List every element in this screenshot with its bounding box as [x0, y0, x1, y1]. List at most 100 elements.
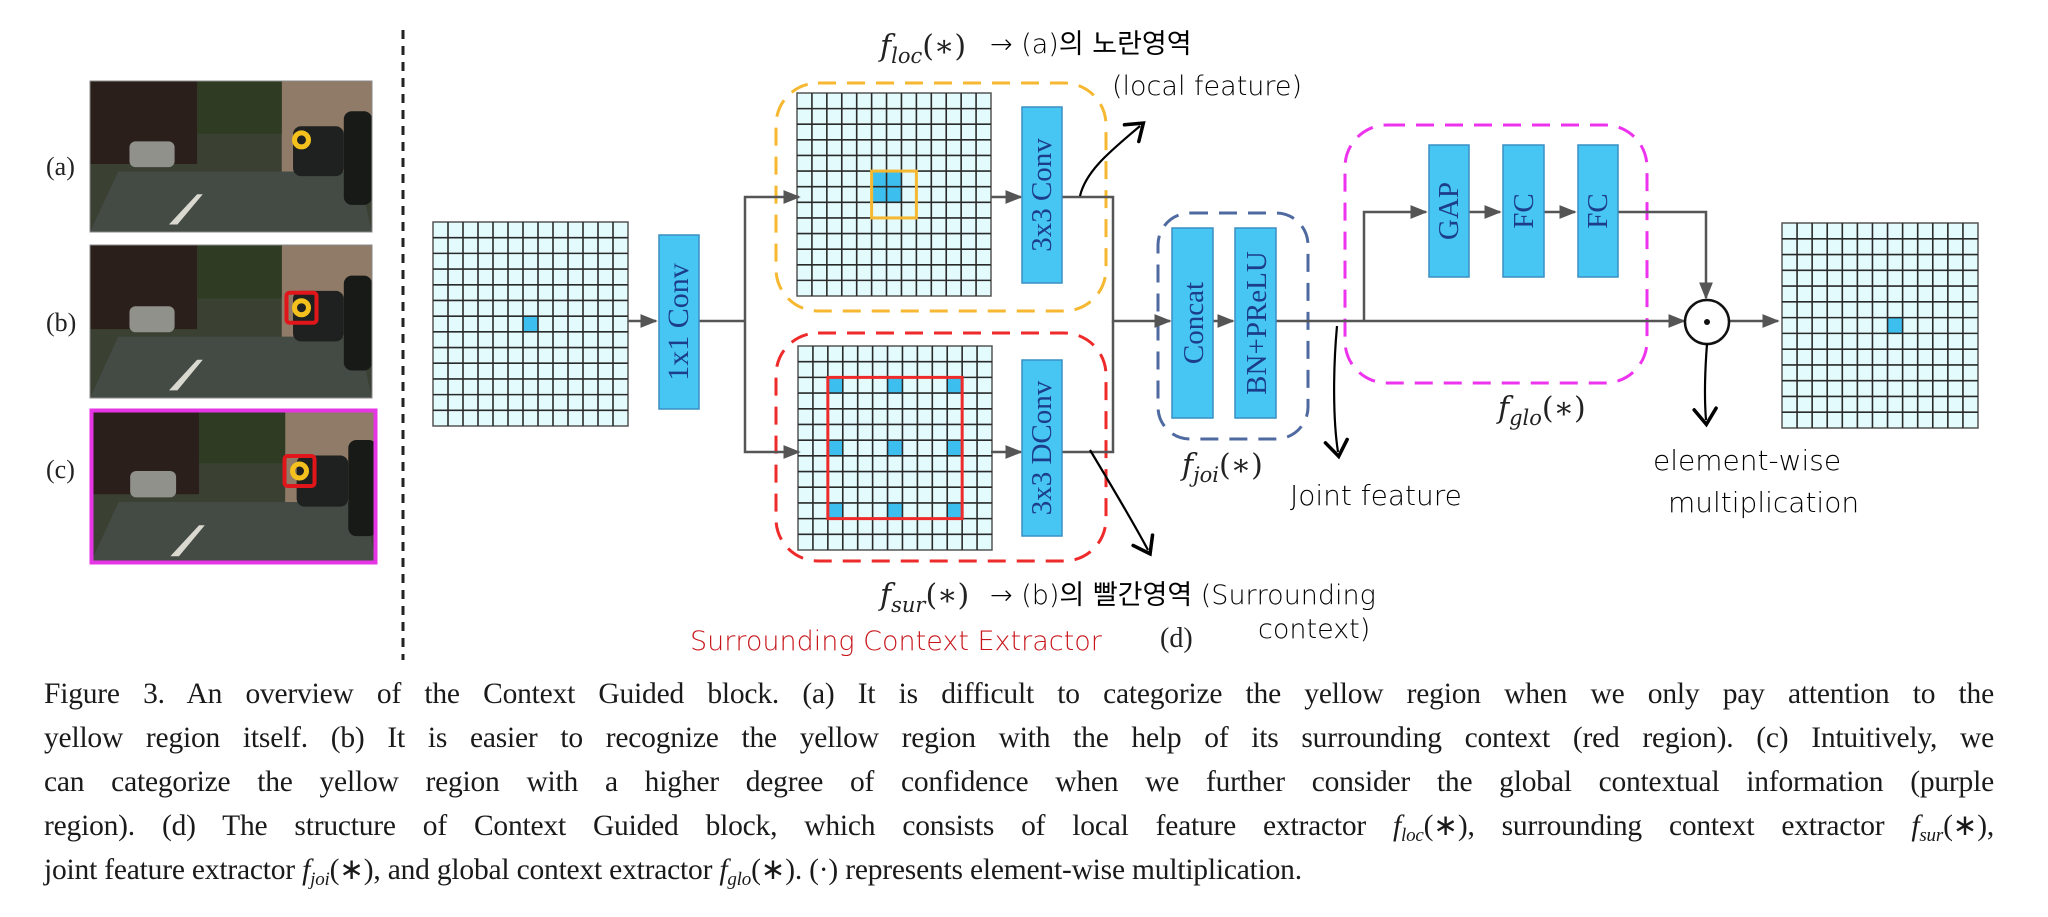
fc2-label: FC [1582, 193, 1614, 228]
highlighted-cell [886, 186, 902, 203]
line-conv-to-concat [1062, 195, 1172, 328]
line-to-gap [1362, 205, 1428, 321]
local-3x3-window [870, 169, 918, 220]
concat-label: Concat [1178, 282, 1210, 364]
highlighted-cell [827, 502, 843, 519]
highlighted-cell [871, 171, 887, 187]
branch-to-loc [743, 190, 801, 321]
loc-annotation-line2: (local feature) [1112, 71, 1302, 102]
f-loc-label: floc(∗) [878, 29, 966, 68]
highlighted-cell [887, 440, 903, 456]
loc-annotation-line1: → (a)의 노란영역 [990, 29, 1192, 60]
input-feature-map [432, 221, 629, 427]
loc-feature-map [796, 92, 992, 297]
concat-block: Concat [1171, 227, 1214, 419]
yellow-region-marker [290, 461, 310, 481]
f-sur-label: fsur(∗) [878, 578, 969, 617]
sur-annotation-line1: → (b)의 빨간영역 (Surrounding [990, 580, 1376, 611]
dconv3x3-label: 3x3 DConv [1026, 380, 1058, 515]
sur-red-annotation: Surrounding Context Extractor [690, 626, 1103, 657]
road [90, 502, 377, 564]
line-fc2-to-multiply [1618, 210, 1713, 300]
surrounding-region-box [284, 290, 319, 325]
road [90, 171, 372, 232]
joint-feature-arrow-icon [1323, 325, 1349, 460]
highlighted-cell [871, 186, 887, 203]
highlighted-cell [827, 440, 843, 456]
caption-text: . (·) represents element-wise multiplica… [794, 854, 1302, 886]
fc1-block: FC [1502, 144, 1545, 278]
panel-label-b: (b) [46, 308, 76, 337]
caption-math-sub: joi [310, 869, 330, 890]
conv1x1-label: 1x1 Conv [662, 263, 695, 381]
caption-math-f: f [719, 854, 728, 886]
dilated-3x3-window [826, 375, 964, 521]
conv3x3-block: 3x3 Conv [1021, 106, 1063, 284]
lane-marking [170, 525, 205, 557]
yellow-region-marker [292, 298, 311, 318]
sur-feature-map [797, 345, 993, 551]
highlighted-cell [947, 377, 963, 394]
branch-to-sur [743, 321, 801, 459]
dconv3x3-block: 3x3 DConv [1021, 359, 1063, 537]
car-left [130, 471, 177, 498]
caption-line-5: joint feature extractor fjoi(∗), and glo… [44, 848, 1994, 892]
line-dconv-to-concat [1062, 321, 1115, 454]
multiply-annotation-line2: multiplication [1668, 486, 1859, 519]
multiply-annotation-arrow-icon [1692, 343, 1718, 428]
fc2-block: FC [1577, 144, 1619, 278]
elementwise-multiply-node [1683, 298, 1731, 346]
highlighted-cell [886, 171, 902, 187]
bn-prelu-label: BN+PReLU [1241, 251, 1273, 395]
multiply-dot-icon [1704, 319, 1710, 325]
photo-panel-c [89, 408, 378, 565]
bn-prelu-block: BN+PReLU [1234, 227, 1277, 419]
sur-annotation-line2: context) [1258, 614, 1370, 645]
car-right [293, 126, 344, 177]
caption-line-2: yellow region itself. (b) It is easier t… [44, 722, 1994, 754]
f-glo-label: fglo(∗) [1496, 391, 1586, 430]
lane-marking [168, 359, 203, 391]
caption-text: , [1986, 810, 1995, 842]
conv1x1-block: 1x1 Conv [658, 234, 700, 410]
global-context-frame [89, 408, 378, 565]
photo-border [89, 80, 373, 233]
photo-border [89, 244, 373, 399]
car-edge [343, 111, 372, 205]
trees [199, 409, 286, 464]
car-right [296, 455, 349, 507]
highlighted-cell [887, 502, 903, 519]
caption-text: , and global context extractor [373, 854, 720, 886]
sur-annotation-arrow-icon [1089, 449, 1155, 557]
caption-math-arg: (∗) [329, 854, 374, 886]
car-left [129, 141, 175, 168]
caption-text: , surrounding context extractor [1467, 810, 1912, 842]
highlighted-cell [523, 316, 538, 332]
photo-panel-a [89, 80, 373, 233]
sur-extractor-box [774, 331, 1108, 563]
joint-feature-annotation: Joint feature [1290, 479, 1462, 512]
car-left [129, 306, 175, 333]
multiply-annotation-line1: element-wise [1653, 444, 1841, 477]
caption-math-sub: glo [727, 869, 752, 890]
fc1-label: FC [1508, 193, 1540, 228]
highlighted-cell [947, 440, 963, 456]
conv3x3-label: 3x3 Conv [1026, 138, 1058, 252]
highlighted-cell [887, 377, 903, 394]
caption-line-1: Figure 3. An overview of the Context Gui… [44, 678, 1994, 710]
caption-math-arg: (∗) [751, 854, 795, 886]
caption-line-3: can categorize the yellow region with a … [44, 766, 1994, 798]
caption-math-f: f [1393, 810, 1402, 842]
caption-line-4: region). (d) The structure of Context Gu… [44, 804, 1994, 848]
example-photos [89, 80, 378, 565]
highlighted-cell [827, 377, 843, 394]
output-feature-map [1781, 222, 1979, 429]
panel-label-c: (c) [46, 455, 75, 484]
caption-math-f: f [1911, 810, 1920, 842]
car-edge [343, 275, 372, 371]
caption-math-arg: (∗) [1423, 810, 1468, 842]
caption-math-sub: sur [1919, 825, 1944, 846]
loc-annotation-arrow-icon [1078, 121, 1146, 197]
caption-math-arg: (∗) [1943, 810, 1987, 842]
